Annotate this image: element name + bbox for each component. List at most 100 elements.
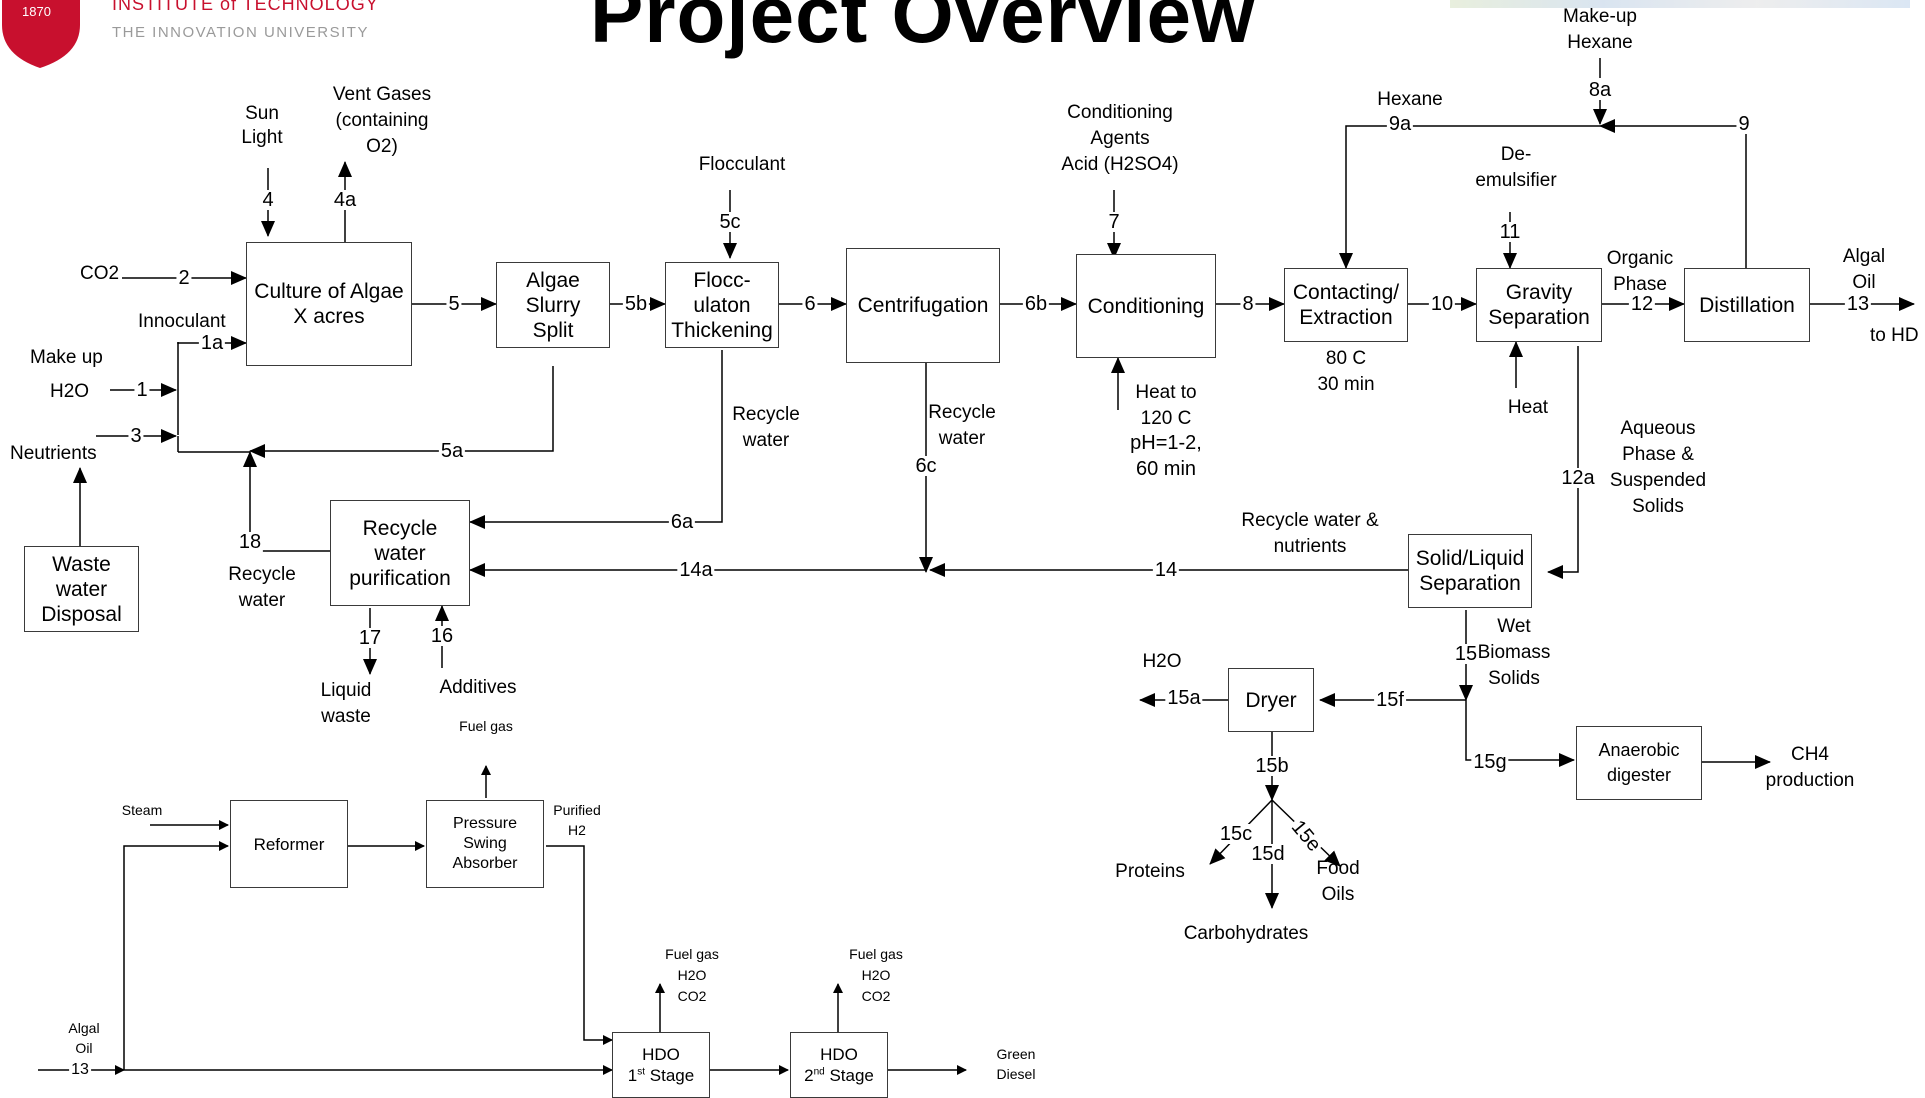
stream-6-label: 6 (802, 293, 818, 315)
stream-4-label: 4 (260, 189, 276, 211)
stream-15c-label: 15c (1217, 823, 1255, 845)
sun-light-text: Sun Light (241, 103, 283, 148)
flocculation-thickening-box: Flocc- ulaton Thickening (665, 262, 779, 348)
hdo2-line1: HDO (820, 1045, 858, 1064)
temp-time-text: 80 C 30 min (1317, 348, 1375, 395)
stream-15f-label: 15f (1374, 689, 1406, 711)
recycle-water-flocc-text: Recycle water (732, 404, 800, 451)
stream-15b-label: 15b (1253, 755, 1291, 777)
stream-18-label: 18 (236, 531, 264, 553)
aqueous-phase-text: Aqueous Phase & Suspended Solids (1609, 418, 1707, 517)
stream-6a-label: 6a (668, 511, 696, 533)
hdo-2nd-stage-box: HDO 2nd Stage (790, 1032, 888, 1098)
algal-oil-text: Algal Oil (1842, 246, 1886, 293)
stream-1a-label: 1a (198, 332, 226, 354)
proteins-text: Proteins (1115, 861, 1185, 882)
stream-15d-label: 15d (1249, 843, 1287, 865)
hdo2-line2: 2nd Stage (804, 1066, 874, 1085)
makeup-hexane-text: Make-up Hexane (1563, 6, 1637, 53)
organic-phase-text: Organic Phase (1606, 248, 1674, 295)
stream-1-label: 1 (134, 379, 150, 401)
food-oils-text: Food Oils (1316, 858, 1360, 905)
purified-h2-text: Purified H2 (553, 802, 601, 838)
stream-7-label: 7 (1106, 211, 1122, 233)
stream-5a-label: 5a (438, 440, 466, 462)
stream-9-label: 9 (1736, 113, 1752, 135)
logo-year: 1870 (22, 4, 51, 19)
stream-6b-label: 6b (1022, 293, 1050, 315)
ph-text: pH=1-2, 60 min (1130, 432, 1202, 480)
corner-image-fragment (1450, 0, 1910, 8)
hdo-1st-stage-box: HDO 1st Stage (612, 1032, 710, 1098)
contacting-extraction-box: Contacting/ Extraction (1284, 268, 1408, 342)
stream-11-label: 11 (1497, 221, 1523, 243)
to-hd-text: to HD (1870, 325, 1919, 346)
page-title: Project Overview (590, 0, 1256, 59)
gravity-separation-box: Gravity Separation (1476, 268, 1602, 342)
stream-5c-label: 5c (717, 211, 743, 233)
recycle-water-purification-box: Recycle water purification (330, 500, 470, 606)
university-shield-logo (2, 0, 80, 68)
waste-water-disposal-box: Waste water Disposal (24, 546, 139, 632)
stream-9a-label: 9a (1386, 113, 1414, 135)
wet-biomass-text: Wet Biomass Solids (1477, 616, 1551, 689)
demulsifier-text: De- emulsifier (1475, 144, 1557, 191)
dryer-box: Dryer (1228, 668, 1314, 732)
stream-8a-label: 8a (1586, 79, 1614, 101)
logo-name: INSTITUTE of TECHNOLOGY (112, 0, 379, 14)
conditioning-box: Conditioning (1076, 254, 1216, 358)
hdo1-line2: 1st Stage (627, 1066, 695, 1085)
stream-14-label: 14 (1152, 559, 1180, 581)
heat-text: Heat (1507, 397, 1549, 418)
hdo1-line1: HDO (642, 1045, 680, 1064)
recycle-nutrients-text: Recycle water & nutrients (1241, 510, 1379, 557)
stream-13-label: 13 (1844, 293, 1872, 315)
stream-5b-label: 5b (622, 293, 650, 315)
recycle-water-centrifuge-text: Recycle water (928, 402, 996, 449)
pressure-swing-absorber-box: Pressure Swing Absorber (426, 800, 544, 888)
stream-17-label: 17 (356, 627, 384, 649)
steam-text: Steam (121, 802, 163, 818)
stream-15a-label: 15a (1165, 687, 1203, 709)
stream-10-label: 10 (1428, 293, 1456, 315)
co2-text: CO2 (80, 263, 120, 284)
stream-14a-label: 14a (677, 559, 715, 581)
culture-algae-box: Culture of Algae X acres (246, 242, 412, 366)
liquid-waste-text: Liquid waste (320, 680, 372, 727)
flocculant-text: Flocculant (698, 154, 786, 175)
make-up-text: Make up (30, 347, 103, 368)
innoculant-text: Innoculant (138, 311, 226, 332)
conditioning-agents-text: Conditioning Agents Acid (H2SO4) (1061, 102, 1179, 175)
stream-13-hdo-label: 13 (69, 1060, 91, 1080)
hdo2-offgas-text: Fuel gas H2O CO2 (849, 946, 903, 1004)
stream-4a-label: 4a (331, 189, 359, 211)
hdo1-offgas-text: Fuel gas H2O CO2 (665, 946, 719, 1004)
reformer-box: Reformer (230, 800, 348, 888)
stream-16-label: 16 (428, 625, 456, 647)
stream-15g-label: 15g (1471, 751, 1509, 773)
solid-liquid-separation-box: Solid/Liquid Separation (1408, 534, 1532, 608)
stream-5-label: 5 (446, 293, 462, 315)
stream-15-label: 15 (1452, 643, 1480, 665)
hexane-text: Hexane (1377, 89, 1443, 110)
ch4-production-text: CH4 production (1765, 744, 1855, 791)
recycle-water-18-text: Recycle water (228, 564, 296, 611)
distillation-box: Distillation (1684, 268, 1810, 342)
vent-gases-text: Vent Gases (containing O2) (332, 84, 432, 157)
neutrients-text: Neutrients (10, 443, 97, 464)
fuel-gas-psa-text: Fuel gas (459, 718, 513, 734)
heat-to-text: Heat to 120 C (1135, 382, 1197, 429)
stream-2-label: 2 (176, 267, 192, 289)
stream-12a-label: 12a (1559, 467, 1597, 489)
h2o-in-text: H2O (50, 381, 90, 402)
green-diesel-text: Green Diesel (996, 1046, 1036, 1082)
carbohydrates-text: Carbohydrates (1183, 923, 1309, 944)
centrifugation-box: Centrifugation (846, 248, 1000, 363)
algal-oil-feed-text: Algal Oil (68, 1020, 100, 1056)
stream-6c-label: 6c (913, 455, 939, 477)
algae-slurry-split-box: Algae Slurry Split (496, 262, 610, 348)
stream-8-label: 8 (1240, 293, 1256, 315)
additives-text: Additives (439, 677, 517, 698)
